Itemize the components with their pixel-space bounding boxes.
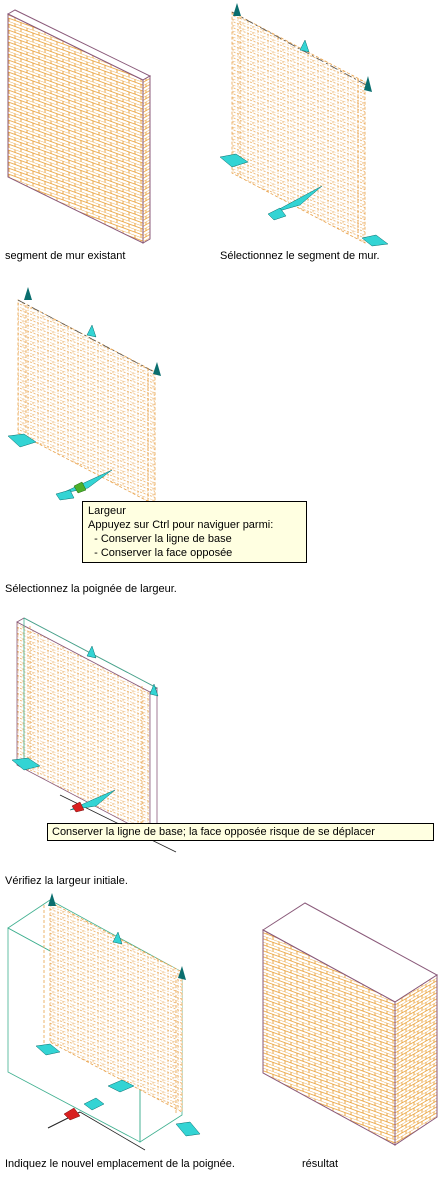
tooltip-line-3: - Conserver la face opposée: [88, 547, 233, 559]
grip-mid-top-icon: [86, 645, 97, 659]
grip-end-icon: [361, 234, 389, 247]
grip-start-icon: [11, 757, 41, 771]
grips-panel-3[interactable]: [7, 287, 161, 501]
caption-existing-segment: segment de mur existant: [5, 250, 126, 262]
grip-top-end-icon: [153, 362, 161, 376]
wall-width-new-location: [7, 899, 183, 1151]
grip-end-icon: [175, 1121, 201, 1137]
result-wall: [262, 902, 438, 1146]
existing-wall: [6, 9, 152, 244]
tooltip-baseline-text: Conserver la ligne de base; la face oppo…: [52, 826, 375, 838]
grip-width-icon: [271, 185, 323, 214]
grip-start-icon: [7, 433, 37, 448]
grip-top-start-icon: [233, 3, 241, 16]
grip-width-icon: [107, 1079, 135, 1093]
grip-start-icon: [35, 1043, 61, 1056]
tooltip-line-1: Appuyez sur Ctrl pour naviguer parmi:: [88, 519, 274, 531]
wall-width-grip-selected: [17, 299, 159, 506]
grips-panel-5[interactable]: [35, 893, 201, 1137]
grip-mid-top-icon: [112, 931, 123, 945]
grip-start-icon: [219, 153, 249, 168]
caption-new-location: Indiquez le nouvel emplacement de la poi…: [5, 1158, 235, 1170]
grip-mid-top-icon: [86, 324, 97, 338]
caption-result: résultat: [302, 1158, 339, 1170]
grip-flip-icon: [55, 489, 75, 501]
grip-top-end-icon: [364, 76, 372, 92]
grips-panel-4[interactable]: [11, 645, 159, 813]
grip-top-end-icon: [149, 683, 159, 697]
width-grip-tooltip: Largeur Appuyez sur Ctrl pour naviguer p…: [82, 501, 307, 563]
grip-width-active-icon: [63, 1107, 81, 1121]
grip-width-active-icon: [73, 481, 87, 494]
tooltip-line-2: - Conserver la ligne de base: [88, 533, 232, 545]
grip-flip-icon: [267, 207, 287, 221]
wall-width-verify: [16, 617, 177, 853]
grip-top-start-icon: [48, 893, 56, 906]
grip-mid-top-icon: [299, 39, 310, 53]
grip-width-active-icon: [71, 801, 85, 813]
baseline-tooltip: Conserver la ligne de base; la face oppo…: [47, 823, 434, 841]
caption-select-segment: Sélectionnez le segment de mur.: [220, 250, 380, 262]
tooltip-title: Largeur: [88, 505, 126, 517]
grip-flip-icon: [83, 1097, 105, 1111]
grips-panel-2[interactable]: [219, 3, 389, 247]
grip-top-start-icon: [24, 287, 32, 300]
caption-verify-width: Vérifiez la largeur initiale.: [5, 875, 128, 887]
caption-select-width-grip: Sélectionnez la poignée de largeur.: [5, 583, 177, 595]
grip-top-end-icon: [178, 966, 186, 980]
selected-wall: [231, 11, 369, 244]
